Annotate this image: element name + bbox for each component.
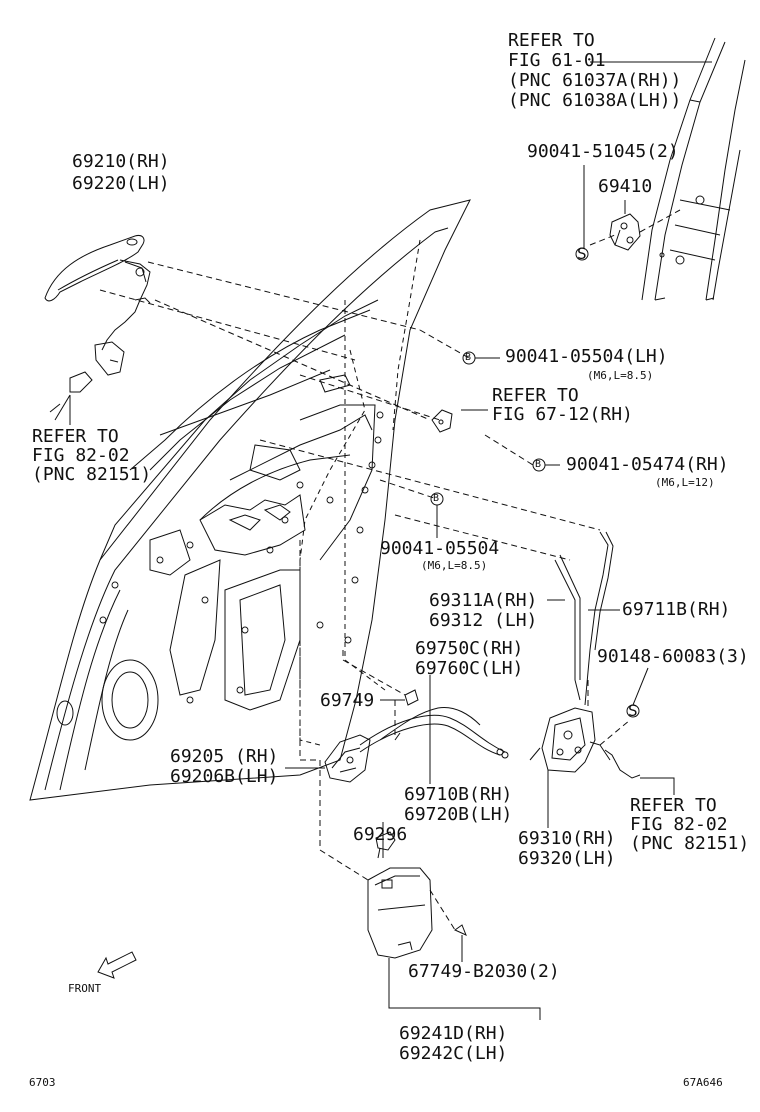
refer-fig-82-02-right-line3: (PNC 82151) — [630, 833, 750, 854]
part-69410: 69410 — [598, 176, 653, 197]
refer-fig-61-01-line3: (PNC 61037A(RH)) — [508, 70, 682, 91]
refer-fig-82-02-left-line3: (PNC 82151) — [32, 464, 152, 485]
part-69310: 69310(RH) — [518, 828, 616, 849]
lock-cover — [367, 867, 467, 959]
screw-symbol-s-2: S — [628, 701, 638, 720]
refer-fig-82-02-left-line1: REFER TO — [32, 426, 119, 447]
part-69710b: 69710B(RH) — [404, 784, 513, 805]
screw-symbol-b-2: B — [535, 459, 542, 470]
part-69210: 69210(RH) — [72, 151, 170, 172]
door-lock-assy — [529, 707, 641, 779]
part-90041-51045: 90041-51045(2) — [527, 141, 679, 162]
part-69720b: 69720B(LH) — [404, 804, 513, 825]
lock-wiring-bracket — [431, 409, 453, 433]
part-67749-b2030: 67749-B2030(2) — [408, 961, 560, 982]
part-69312: 69312 (LH) — [429, 610, 538, 631]
refer-fig-82-02-right-line2: FIG 82-02 — [630, 814, 728, 835]
part-69320: 69320(LH) — [518, 848, 616, 869]
part-69296: 69296 — [353, 824, 408, 845]
part-69206b: 69206B(LH) — [170, 766, 279, 787]
figure-code: 67A646 — [683, 1076, 723, 1089]
part-69311a: 69311A(RH) — [429, 590, 538, 611]
spec-m6-l85-a: (M6,L=8.5) — [587, 369, 654, 382]
page-code: 6703 — [29, 1076, 56, 1089]
part-90041-05504-lh: 90041-05504(LH) — [505, 346, 668, 367]
handle-screw — [375, 831, 396, 859]
part-69241d: 69241D(RH) — [399, 1023, 508, 1044]
screw-symbol-s-1: S — [577, 244, 587, 263]
part-90041-05474: 90041-05474(RH) — [566, 454, 729, 475]
refer-fig-82-02-left-line2: FIG 82-02 — [32, 445, 130, 466]
inside-handle — [324, 734, 371, 783]
lock-cables — [359, 706, 509, 759]
outside-handle-assy — [44, 235, 151, 421]
refer-fig-61-01-line4: (PNC 61038A(LH)) — [508, 90, 682, 111]
door-lock-striker — [609, 213, 641, 251]
part-69749: 69749 — [320, 690, 375, 711]
part-69242c: 69242C(LH) — [399, 1043, 508, 1064]
lock-rods — [554, 531, 614, 706]
spec-m6-l85-b: (M6,L=8.5) — [421, 559, 488, 572]
front-label: FRONT — [68, 982, 102, 995]
refer-fig-67-12-line1: REFER TO — [492, 385, 579, 406]
part-69711b: 69711B(RH) — [622, 599, 731, 620]
leader-lines — [69, 61, 712, 1020]
refer-fig-82-02-right-line1: REFER TO — [630, 795, 717, 816]
part-69220: 69220(LH) — [72, 173, 170, 194]
refer-fig-61-01-line1: REFER TO — [508, 30, 595, 51]
front-direction-arrow — [97, 951, 137, 979]
part-69205: 69205 (RH) — [170, 746, 279, 767]
part-90041-05504: 90041-05504 — [380, 538, 500, 559]
refer-fig-61-01-line2: FIG 61-01 — [508, 50, 606, 71]
part-90148-60083: 90148-60083(3) — [597, 646, 749, 667]
spec-m6-l12: (M6,L=12) — [655, 476, 715, 489]
screw-symbol-b-3: B — [433, 493, 440, 504]
part-69750c: 69750C(RH) — [415, 638, 524, 659]
refer-fig-67-12-line2: FIG 67-12(RH) — [492, 404, 633, 425]
door-glass-run-channel — [641, 37, 746, 301]
assembly-dashed-lines — [99, 209, 681, 931]
cable-clip — [404, 689, 419, 706]
part-69760c: 69760C(LH) — [415, 658, 524, 679]
screw-symbol-b-1: B — [465, 352, 472, 363]
door-inner-panel — [29, 199, 471, 801]
